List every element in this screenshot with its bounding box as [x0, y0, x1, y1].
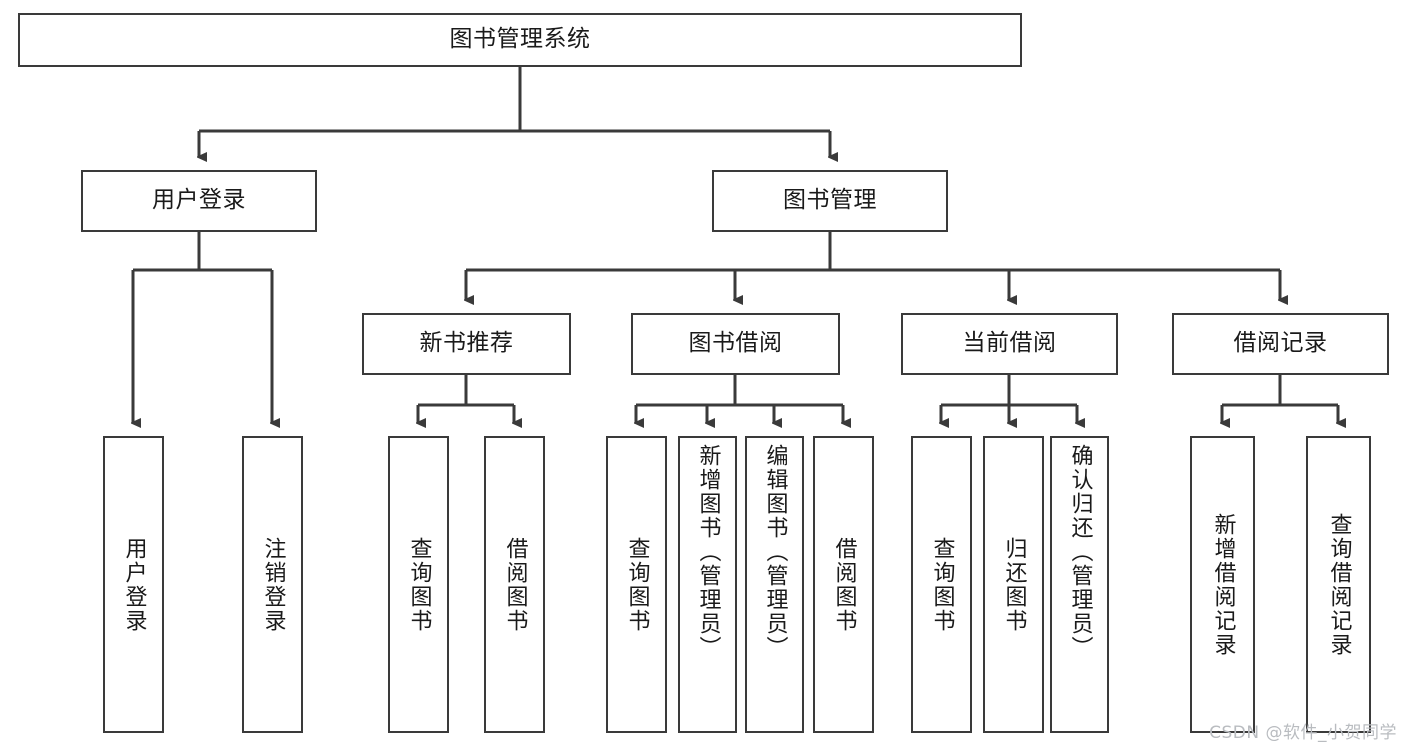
node-current-borrow[interactable]: 当前借阅: [901, 313, 1118, 375]
node-label: 注销登录: [260, 536, 286, 633]
node-leaf-return-book[interactable]: 归还图书: [983, 436, 1044, 733]
node-label: 编辑图书（管理员）: [762, 444, 788, 660]
node-leaf-query-book-borrow[interactable]: 查询图书: [606, 436, 667, 733]
node-book-borrow[interactable]: 图书借阅: [631, 313, 840, 375]
node-label: 查询图书: [406, 536, 432, 633]
node-user-login[interactable]: 用户登录: [81, 170, 317, 232]
node-label: 图书管理: [783, 187, 877, 214]
node-label: 确认归还（管理员）: [1067, 444, 1093, 660]
node-leaf-add-borrow-record[interactable]: 新增借阅记录: [1190, 436, 1255, 733]
node-book-manage[interactable]: 图书管理: [712, 170, 948, 232]
node-leaf-user-login[interactable]: 用户登录: [103, 436, 164, 733]
node-label: 当前借阅: [962, 330, 1057, 357]
node-label: 图书管理系统: [449, 26, 591, 53]
node-borrow-record[interactable]: 借阅记录: [1172, 313, 1389, 375]
node-label: 用户登录: [152, 187, 246, 214]
node-label: 借阅图书: [831, 536, 857, 633]
node-leaf-logout-login[interactable]: 注销登录: [242, 436, 303, 733]
node-label: 新书推荐: [419, 330, 514, 357]
node-leaf-borrow-book-recommend[interactable]: 借阅图书: [484, 436, 545, 733]
node-label: 借阅记录: [1233, 330, 1328, 357]
node-label: 归还图书: [1001, 536, 1027, 633]
node-leaf-query-book-recommend[interactable]: 查询图书: [388, 436, 449, 733]
node-leaf-add-book[interactable]: 新增图书（管理员）: [678, 436, 737, 733]
node-label: 查询图书: [624, 536, 650, 633]
node-label: 查询图书: [929, 536, 955, 633]
node-leaf-query-book-current[interactable]: 查询图书: [911, 436, 972, 733]
node-new-book-recommend[interactable]: 新书推荐: [362, 313, 571, 375]
node-label: 图书借阅: [688, 330, 783, 357]
node-leaf-edit-book[interactable]: 编辑图书（管理员）: [745, 436, 804, 733]
node-label: 新增借阅记录: [1210, 512, 1236, 657]
node-label: 用户登录: [121, 536, 147, 633]
node-leaf-borrow-book-borrow[interactable]: 借阅图书: [813, 436, 874, 733]
node-label: 新增图书（管理员）: [695, 444, 721, 660]
node-leaf-query-borrow-record[interactable]: 查询借阅记录: [1306, 436, 1371, 733]
node-book-management-system[interactable]: 图书管理系统: [18, 13, 1022, 67]
node-label: 借阅图书: [502, 536, 528, 633]
node-leaf-confirm-return[interactable]: 确认归还（管理员）: [1050, 436, 1109, 733]
node-label: 查询借阅记录: [1326, 512, 1352, 657]
